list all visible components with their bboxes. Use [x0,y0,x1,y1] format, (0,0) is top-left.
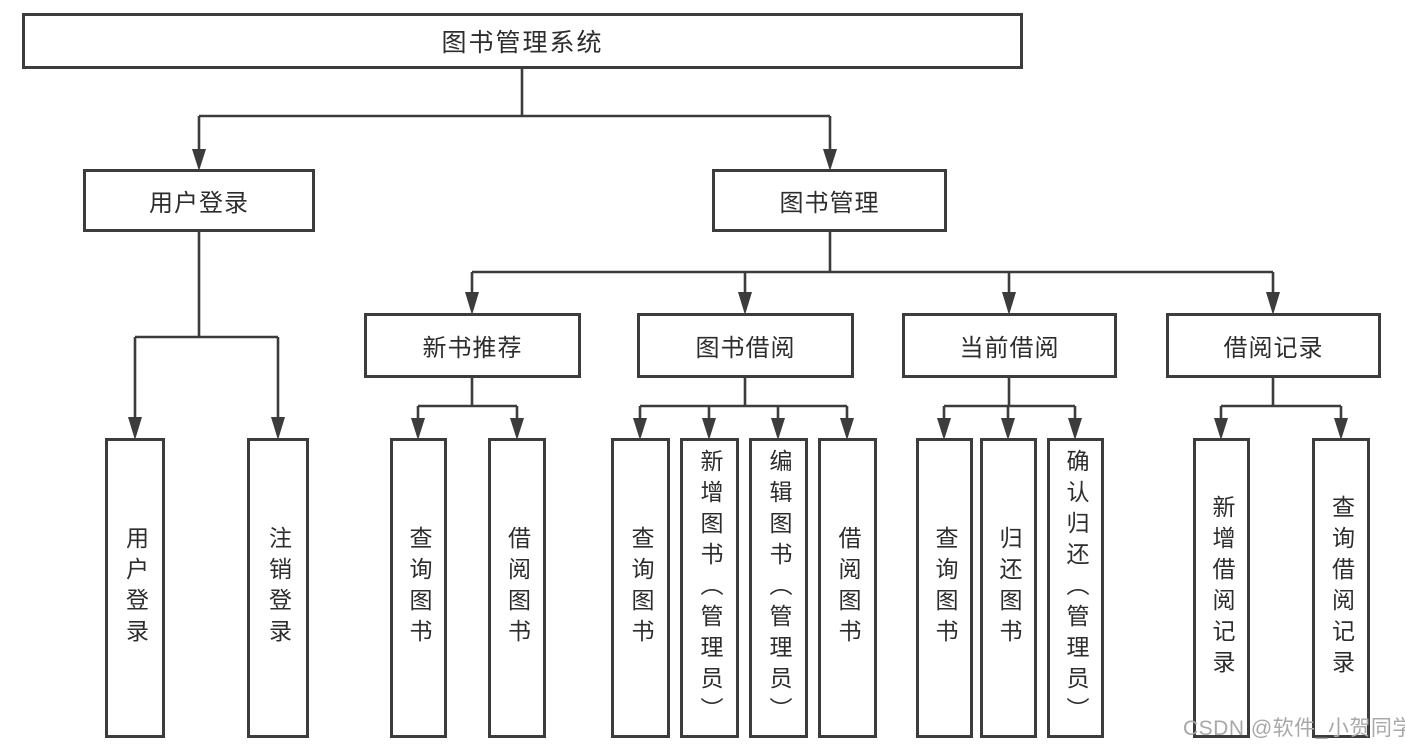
leaf-add-books-admin: 新增图书（管理员） [680,438,739,738]
arrowhead [738,292,752,315]
node-label: 当前借阅 [959,335,1060,362]
leaf-query-books-current: 查询图书 [916,438,973,738]
leaf-label: 编辑图书（管理员） [766,448,792,728]
arrowhead [1001,418,1015,440]
leaf-label: 借阅图书 [835,526,861,650]
node-label: 图书借阅 [695,335,796,362]
leaf-return-books: 归还图书 [980,438,1037,738]
leaf-label: 借阅图书 [504,526,531,650]
node-new-book-recommend: 新书推荐 [364,313,581,378]
node-book-management: 图书管理 [712,169,947,232]
connector-borrow-to-leaves [633,378,854,440]
leaf-label: 注销登录 [265,526,292,650]
leaf-label: 确认归还（管理员） [1063,448,1089,728]
leaf-logout: 注销登录 [247,438,309,738]
node-label: 用户登录 [149,190,249,217]
arrowhead [823,149,837,171]
node-user-login: 用户登录 [83,169,315,232]
connector-current-to-leaves [937,378,1082,440]
leaf-label: 查询图书 [406,526,432,650]
leaf-label: 新增借阅记录 [1209,495,1235,681]
arrowhead [840,418,854,440]
arrowhead [771,418,785,440]
node-label: 图书管理 [779,190,880,217]
leaf-user-login: 用户登录 [105,438,165,738]
arrowhead [1214,418,1228,440]
leaf-confirm-return-admin: 确认归还（管理员） [1047,438,1104,738]
arrowhead [510,418,524,440]
csdn-watermark: CSDN @软件_小贺同学 [1183,717,1405,740]
node-book-management-system: 图书管理系统 [22,13,1023,69]
arrowhead [702,418,716,440]
arrowhead [271,417,285,440]
arrowhead [1002,292,1016,315]
connector-bookmgmt-to-level3 [465,232,1280,315]
arrowhead [1266,292,1280,315]
node-label: 借阅记录 [1223,335,1324,362]
leaf-label: 查询图书 [628,526,654,650]
arrowhead [633,418,647,440]
leaf-label: 查询借阅记录 [1328,495,1355,681]
node-book-borrow: 图书借阅 [637,313,854,378]
arrowhead [192,149,206,171]
connector-records-to-leaves [1214,378,1348,440]
leaf-label: 归还图书 [996,526,1022,650]
arrowhead [1068,418,1082,440]
connector-userlogin-to-leaves [128,232,285,440]
arrowhead [128,417,142,440]
node-current-borrow: 当前借阅 [902,313,1117,378]
arrowhead [465,292,479,315]
connector-root-to-level2 [192,69,837,171]
connector-newrec-to-leaves [411,378,524,440]
leaf-query-borrow-record: 查询借阅记录 [1312,438,1370,738]
leaf-label: 查询图书 [932,526,958,650]
leaf-label: 用户登录 [122,526,149,650]
leaf-borrow-books: 借阅图书 [818,438,877,738]
arrowhead [411,418,425,440]
leaf-borrow-books-newrec: 借阅图书 [488,438,546,738]
node-borrow-records: 借阅记录 [1166,313,1381,378]
leaf-query-books-newrec: 查询图书 [390,438,447,738]
arrowhead [937,418,951,440]
arrowhead [1334,418,1348,440]
leaf-query-books-borrow: 查询图书 [611,438,670,738]
leaf-add-borrow-record: 新增借阅记录 [1193,438,1250,738]
node-label: 新书推荐 [422,335,523,362]
node-label: 图书管理系统 [441,29,604,57]
leaf-label: 新增图书（管理员） [697,448,723,728]
leaf-edit-books-admin: 编辑图书（管理员） [749,438,808,738]
